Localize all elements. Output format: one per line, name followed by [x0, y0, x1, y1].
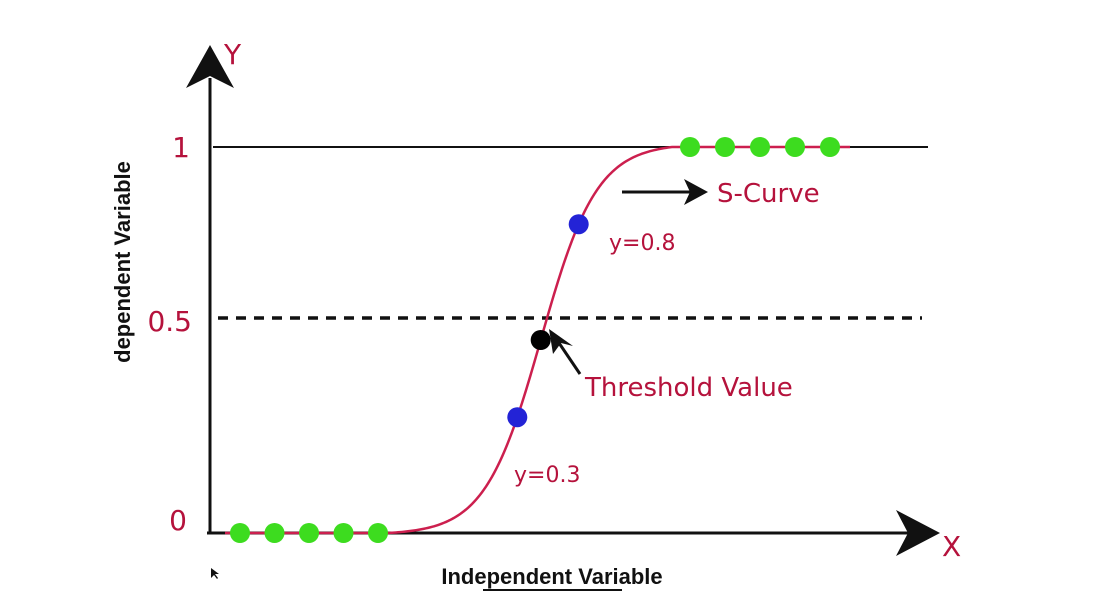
threshold-point [530, 330, 551, 350]
y-axis-letter: Y [223, 38, 242, 71]
s-curve-arrowhead [684, 179, 708, 205]
threshold-arrow [555, 339, 582, 375]
x-axis-title: Independent Variable [441, 564, 662, 589]
mouse-cursor-icon [211, 568, 219, 579]
point-label-y-0.3: y=0.3 [514, 463, 580, 488]
high-points-group [680, 137, 840, 157]
point-label-y-0.8: y=0.8 [609, 231, 675, 256]
y-axis-title: dependent Variable [110, 161, 135, 363]
s-curve-label: S-Curve [717, 179, 820, 209]
y-tick-label-0.5: 0.5 [147, 305, 192, 338]
threshold-arrowhead [549, 329, 573, 354]
x-axis-letter: X [942, 530, 961, 563]
low-point-1 [230, 523, 250, 543]
low-point-5 [368, 523, 388, 543]
low-point-2 [264, 523, 285, 543]
s-curve [225, 145, 850, 535]
low-point-4 [333, 523, 354, 543]
y-tick-label-1: 1 [172, 131, 190, 164]
threshold-label: Threshold Value [584, 373, 793, 403]
low-points-group [230, 523, 388, 543]
high-point-1 [680, 137, 700, 157]
point-y-0.3 [507, 407, 528, 428]
x-axis-arrowhead [896, 510, 940, 556]
y-tick-label-0: 0 [169, 504, 187, 537]
point-y-0.8 [568, 214, 589, 235]
y-axis-arrowhead [186, 45, 234, 88]
high-point-2 [715, 137, 735, 157]
high-point-5 [820, 137, 840, 157]
high-point-4 [785, 137, 805, 157]
low-point-3 [299, 523, 319, 543]
high-point-3 [750, 137, 770, 157]
